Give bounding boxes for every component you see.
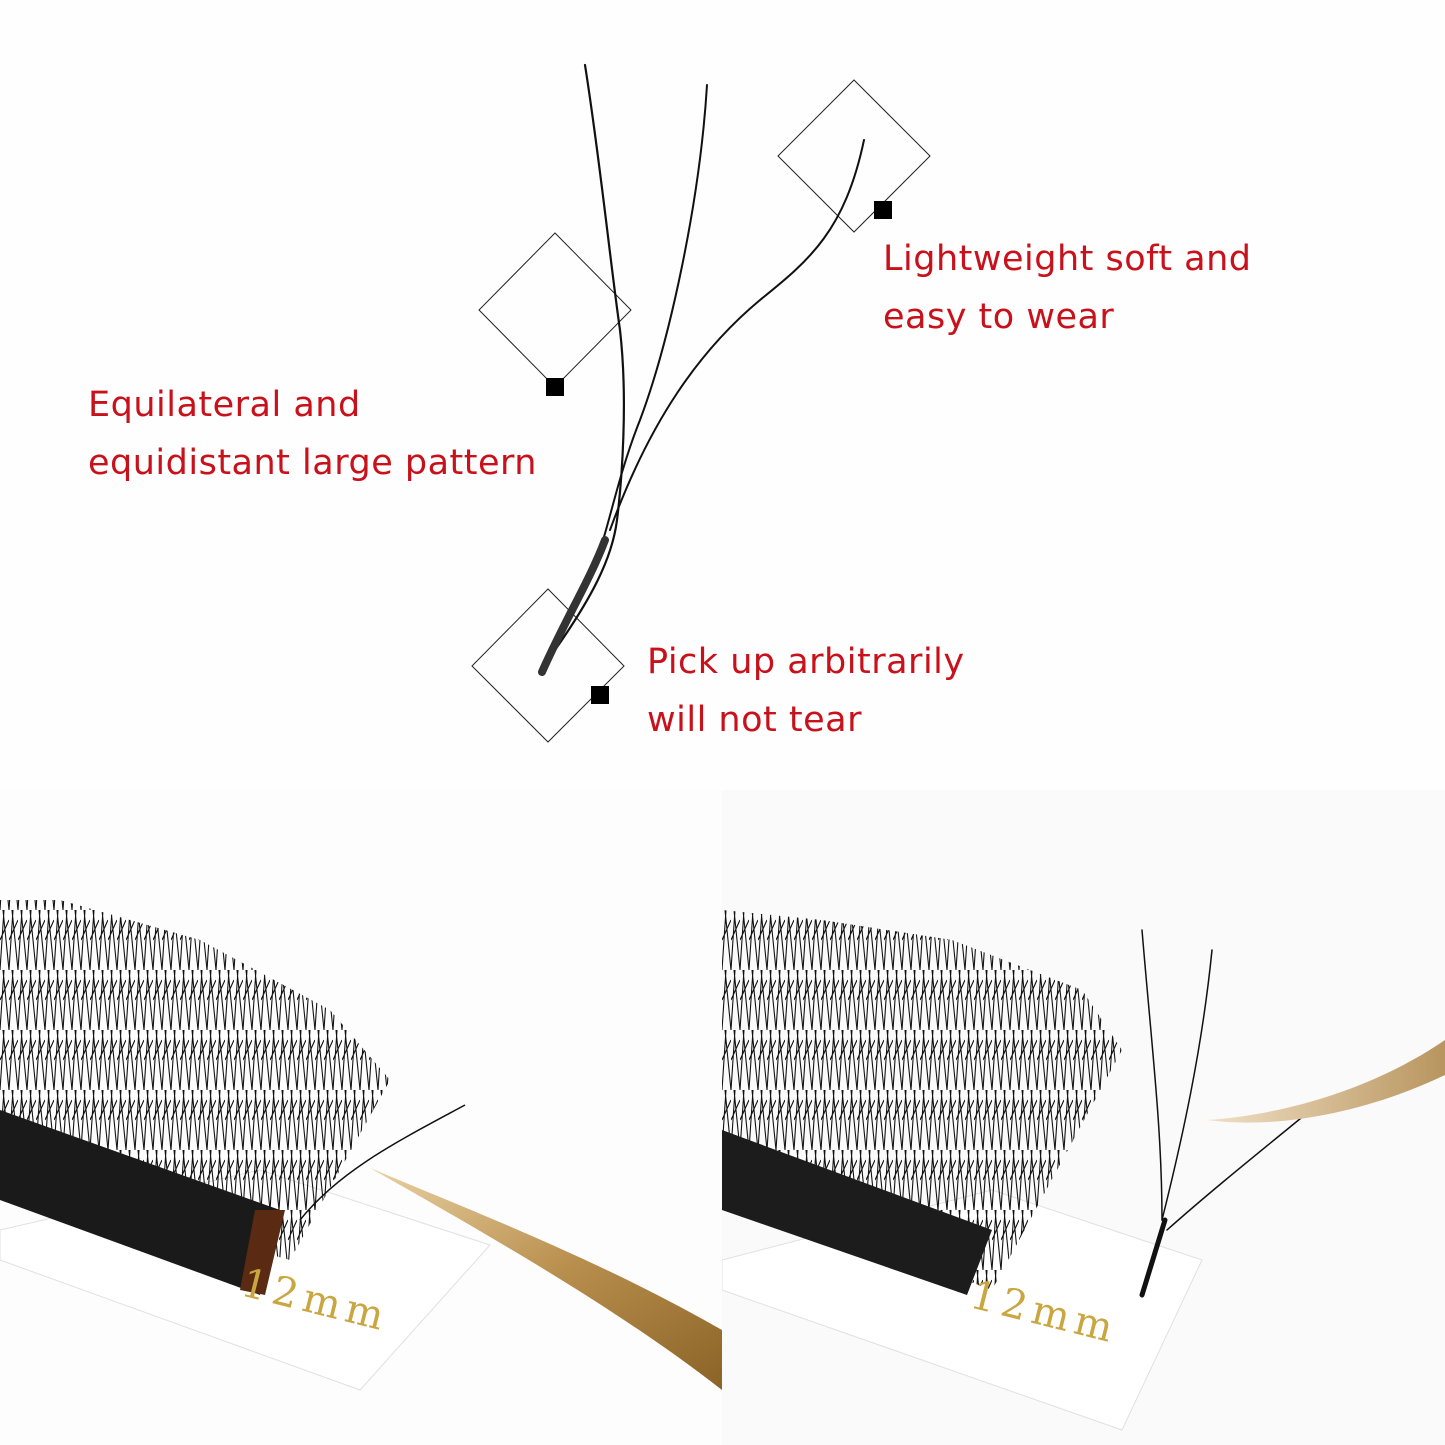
callout-pick-up: Pick up arbitrarily will not tear	[647, 633, 965, 749]
callout-text: Equilateral and	[88, 385, 361, 425]
callout-text: easy to wear	[883, 297, 1115, 337]
lash-fan-diagram	[471, 63, 931, 743]
callout-text: will not tear	[647, 700, 862, 740]
callout-text: Lightweight soft and	[883, 239, 1252, 279]
photo-lash-strip-fan: 12mm	[722, 790, 1445, 1445]
photo-lash-strip-tweezers: 12mm	[0, 790, 722, 1445]
callout-text: equidistant large pattern	[88, 443, 537, 483]
lash-strip-illustration	[0, 900, 722, 1391]
lash-strip-illustration	[722, 910, 1445, 1431]
diamond-bottom	[471, 588, 625, 743]
diamond-left	[478, 232, 632, 388]
callout-markers	[546, 201, 892, 704]
diagram-panel: Equilateral and equidistant large patter…	[88, 63, 1252, 749]
callout-lightweight: Lightweight soft and easy to wear	[883, 230, 1252, 346]
lash-fan-icon	[538, 63, 865, 676]
diamond-top-right	[777, 79, 931, 233]
callout-equilateral: Equilateral and equidistant large patter…	[88, 376, 537, 492]
callout-text: Pick up arbitrarily	[647, 642, 965, 682]
